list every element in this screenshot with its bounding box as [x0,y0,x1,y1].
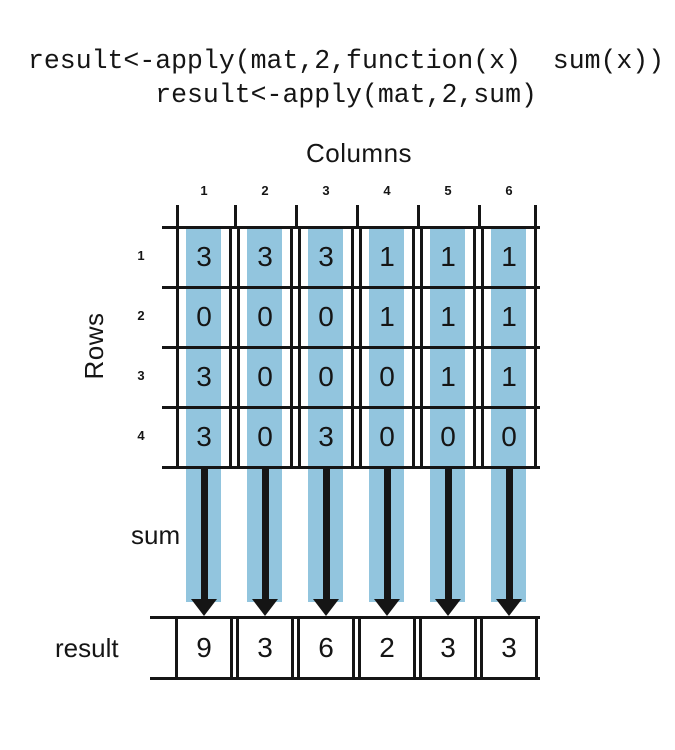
row-number-label: 2 [137,308,145,323]
result-cell: 6 [297,616,355,680]
column-boundary-tick [176,205,179,228]
matrix-cell: 1 [440,361,456,392]
result-label: result [55,633,119,663]
sum-arrow-shaft [384,467,391,600]
result-cell: 2 [358,616,416,680]
matrix-cell: 3 [196,421,212,452]
matrix-cell: 0 [379,361,395,392]
matrix-cell: 3 [196,241,212,272]
code-line-1: result<-apply(mat,2,function(x) sum(x)) [28,46,665,76]
matrix-cell: 1 [440,301,456,332]
code-line-2: result<-apply(mat,2,sum) [155,80,537,110]
matrix-grid-hline [162,346,540,349]
matrix-grid-hline [162,226,540,229]
matrix-grid-hline [162,466,540,469]
row-number-label: 4 [137,428,145,443]
sum-arrow-shaft [323,467,330,600]
matrix-cell: 0 [257,421,273,452]
matrix-grid-hline [162,406,540,409]
column-number-label: 6 [505,183,513,198]
matrix-cell: 0 [318,361,334,392]
matrix-cell: 3 [257,241,273,272]
sum-arrow-head [435,599,461,616]
matrix-cell: 3 [196,361,212,392]
column-boundary-tick [234,205,237,228]
matrix-cell: 0 [257,361,273,392]
result-row-line [150,616,540,619]
sum-arrow-shaft [506,467,513,600]
result-cell: 9 [175,616,233,680]
result-row-line [150,677,540,680]
column-boundary-tick [295,205,298,228]
rows-axis-title: Rows [79,312,109,380]
sum-arrow-shaft [262,467,269,600]
matrix-cell: 1 [379,241,395,272]
matrix-cell: 0 [257,301,273,332]
sum-arrow-head [374,599,400,616]
column-boundary-tick [534,205,537,228]
matrix-cell: 3 [318,421,334,452]
matrix-cell: 0 [318,301,334,332]
matrix-cell: 1 [501,361,517,392]
column-number-label: 1 [200,183,208,198]
matrix-cell: 1 [379,301,395,332]
matrix-cell: 3 [318,241,334,272]
sum-function-label: sum [131,520,181,550]
matrix-grid-hline [162,286,540,289]
matrix-cell: 0 [501,421,517,452]
matrix-cell: 0 [440,421,456,452]
column-number-label: 4 [383,183,391,198]
result-cell: 3 [480,616,538,680]
result-cell: 3 [236,616,294,680]
column-boundary-tick [356,205,359,228]
matrix-cell: 0 [196,301,212,332]
matrix-cell: 1 [501,301,517,332]
sum-arrow-head [313,599,339,616]
code-block: result<-apply(mat,2,function(x) sum(x)) r… [28,44,664,112]
result-cell: 3 [419,616,477,680]
sum-arrow-head [191,599,217,616]
row-number-label: 1 [137,248,145,263]
column-number-label: 2 [261,183,269,198]
columns-axis-title: Columns [305,138,413,168]
matrix-cell: 0 [379,421,395,452]
column-boundary-tick [478,205,481,228]
sum-arrow-head [252,599,278,616]
row-number-label: 3 [137,368,145,383]
matrix-cell: 1 [440,241,456,272]
column-number-label: 3 [322,183,330,198]
sum-arrow-shaft [201,467,208,600]
column-number-label: 5 [444,183,452,198]
sum-arrow-head [496,599,522,616]
column-boundary-tick [417,205,420,228]
matrix-cell: 1 [501,241,517,272]
sum-arrow-shaft [445,467,452,600]
